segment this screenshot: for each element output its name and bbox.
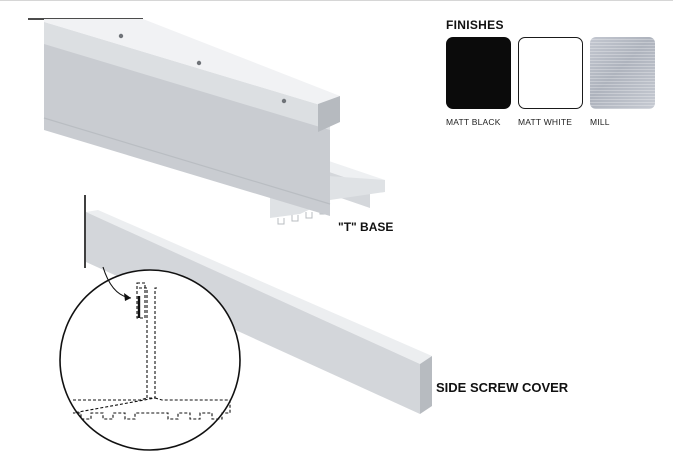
side-screw-cover-label: SIDE SCREW COVER [436,380,569,395]
t-base-web-highlight [44,22,330,130]
swatch-caption-mill: MILL [590,117,610,127]
side-screw-cover-strip [86,210,432,414]
finishes-title: FINISHES [446,18,504,32]
screw-hole [281,98,287,104]
swatch-matt-white [518,37,583,109]
t-base-web-face [44,22,330,216]
swatch-mill [590,37,655,109]
profile-detail-circle [59,266,241,451]
t-base-label: "T" BASE [338,220,394,234]
cover-top-edge [86,210,432,364]
swatch-caption-matt-black: MATT BLACK [446,117,501,127]
swatch-caption-matt-white: MATT WHITE [518,117,573,127]
t-base-teeth [277,208,327,225]
screw-hole [118,33,124,39]
t-base-return [318,96,340,132]
cover-face [86,212,420,414]
top-border-line [0,0,673,1]
t-base-top-lip [44,19,340,108]
swatch-matt-black [446,37,511,109]
cover-end [420,356,432,414]
screw-hole [196,60,202,66]
t-base-extrusion [43,19,385,225]
